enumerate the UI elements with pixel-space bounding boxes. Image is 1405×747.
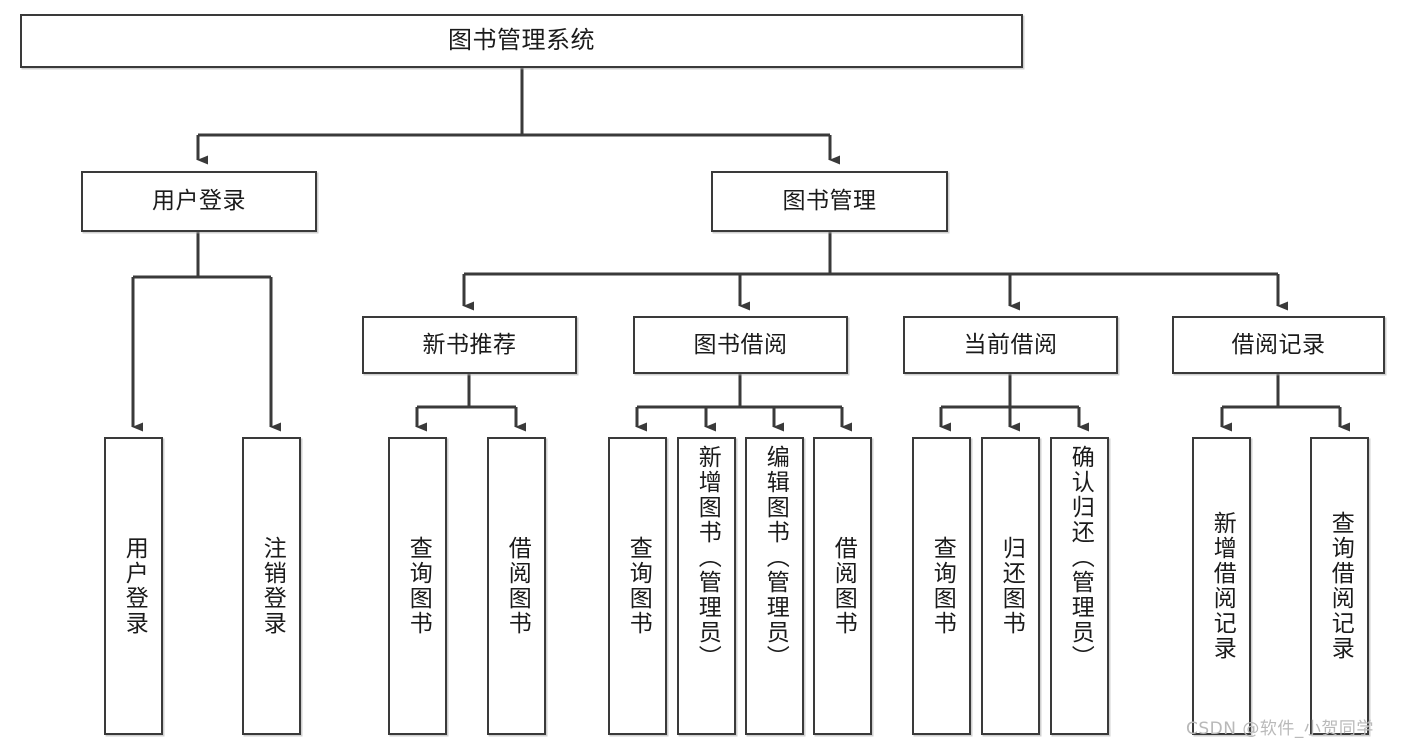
node-label: 查询图书 bbox=[625, 536, 652, 636]
node-label: 新增图书（管理员） bbox=[694, 445, 721, 670]
node-book-borrow[interactable]: 图书借阅 bbox=[633, 316, 848, 374]
node-label: 图书借阅 bbox=[693, 331, 788, 358]
node-label: 用户登录 bbox=[152, 188, 246, 215]
node-user-login[interactable]: 用户登录 bbox=[81, 171, 317, 232]
node-label: 查询图书 bbox=[929, 536, 956, 636]
node-leaf-borrow-book-recommend[interactable]: 借阅图书 bbox=[487, 437, 546, 735]
node-leaf-logout-login[interactable]: 注销登录 bbox=[242, 437, 301, 735]
node-leaf-confirm-return[interactable]: 确认归还（管理员） bbox=[1050, 437, 1109, 735]
node-label: 借阅图书 bbox=[830, 536, 857, 636]
node-label: 查询图书 bbox=[405, 536, 432, 636]
node-label: 当前借阅 bbox=[963, 331, 1058, 358]
node-label: 新书推荐 bbox=[422, 331, 517, 358]
node-label: 借阅记录 bbox=[1231, 331, 1326, 358]
node-label: 注销登录 bbox=[259, 536, 286, 636]
node-leaf-edit-book[interactable]: 编辑图书（管理员） bbox=[745, 437, 804, 735]
node-leaf-add-borrow-record[interactable]: 新增借阅记录 bbox=[1192, 437, 1251, 735]
node-label: 用户登录 bbox=[121, 536, 148, 636]
node-label: 查询借阅记录 bbox=[1327, 511, 1354, 661]
node-current-borrow[interactable]: 当前借阅 bbox=[903, 316, 1118, 374]
node-label: 借阅图书 bbox=[504, 536, 531, 636]
node-borrow-record[interactable]: 借阅记录 bbox=[1172, 316, 1385, 374]
node-label: 图书管理系统 bbox=[448, 26, 595, 55]
node-leaf-return-book[interactable]: 归还图书 bbox=[981, 437, 1040, 735]
node-label: 确认归还（管理员） bbox=[1067, 445, 1094, 670]
node-root-system[interactable]: 图书管理系统 bbox=[20, 14, 1023, 68]
node-label: 新增借阅记录 bbox=[1209, 511, 1236, 661]
node-label: 编辑图书（管理员） bbox=[762, 445, 789, 670]
node-leaf-borrow-book[interactable]: 借阅图书 bbox=[813, 437, 872, 735]
node-leaf-query-book-recommend[interactable]: 查询图书 bbox=[388, 437, 447, 735]
node-leaf-query-borrow-record[interactable]: 查询借阅记录 bbox=[1310, 437, 1369, 735]
node-label: 归还图书 bbox=[998, 536, 1025, 636]
node-leaf-add-book[interactable]: 新增图书（管理员） bbox=[677, 437, 736, 735]
node-new-book-recommend[interactable]: 新书推荐 bbox=[362, 316, 577, 374]
watermark-text: CSDN @软件_小贺同学 bbox=[1186, 719, 1374, 739]
node-leaf-user-login[interactable]: 用户登录 bbox=[104, 437, 163, 735]
node-label: 图书管理 bbox=[782, 188, 877, 215]
node-leaf-query-book-current[interactable]: 查询图书 bbox=[912, 437, 971, 735]
node-book-manage[interactable]: 图书管理 bbox=[711, 171, 948, 232]
node-leaf-query-book-borrow[interactable]: 查询图书 bbox=[608, 437, 667, 735]
